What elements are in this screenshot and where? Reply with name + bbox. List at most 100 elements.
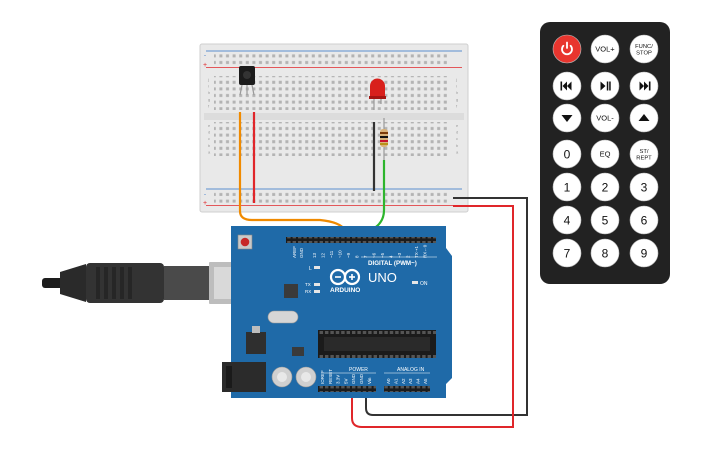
remote-button-6[interactable]: 6 xyxy=(629,205,659,235)
remote-button-7[interactable]: 7 xyxy=(552,238,582,268)
remote-button-3[interactable]: 3 xyxy=(629,172,659,202)
row-letter: b xyxy=(208,143,211,148)
remote-button-vol[interactable]: VOL- xyxy=(590,103,620,133)
power-pin-label: GND xyxy=(359,373,364,384)
small-chip xyxy=(292,347,304,356)
ir-receiver[interactable] xyxy=(239,66,255,96)
analog-pin-label: A3 xyxy=(408,378,413,384)
remote-button-label: 9 xyxy=(641,246,648,260)
remote-button-label: 6 xyxy=(641,213,648,227)
remote-button-8[interactable]: 8 xyxy=(590,238,620,268)
up-arrow-icon xyxy=(638,114,650,121)
remote-button-label: VOL- xyxy=(596,114,614,123)
top-rail-plus-label: + xyxy=(203,62,207,69)
row-letter: i xyxy=(456,84,457,89)
remote-next-track-button[interactable] xyxy=(629,71,659,101)
wire-black-gnd[interactable] xyxy=(365,197,528,416)
remote-power-button[interactable] xyxy=(552,34,582,64)
remote-button-0[interactable]: 0 xyxy=(552,139,582,169)
remote-button-label: VOL+ xyxy=(595,45,615,54)
remote-button-eq[interactable]: EQ xyxy=(590,139,620,169)
remote-button-func-stop[interactable]: FUNC/STOP xyxy=(629,34,659,64)
resistor[interactable] xyxy=(380,118,388,160)
remote-button-2[interactable]: 2 xyxy=(590,172,620,202)
remote-button-st-rept[interactable]: ST/REPT xyxy=(629,139,659,169)
row-letter: e xyxy=(208,123,211,128)
remote-button-label: 7 xyxy=(564,246,571,260)
bottom-rail-plus-label: + xyxy=(203,200,207,207)
remote-button-label: 4 xyxy=(564,213,571,227)
voltage-regulator xyxy=(246,332,266,354)
remote-button-label: 3 xyxy=(641,180,648,194)
remote-button-4[interactable]: 4 xyxy=(552,205,582,235)
row-letter: h xyxy=(208,90,210,95)
capacitors xyxy=(271,366,317,388)
remote-button-9[interactable]: 9 xyxy=(629,238,659,268)
digital-pin-label: 2 xyxy=(406,255,411,258)
led[interactable] xyxy=(369,78,386,111)
down-arrow-icon xyxy=(561,115,573,122)
model-label: UNO xyxy=(368,270,397,285)
remote-previous-track-button[interactable] xyxy=(552,71,582,101)
row-letter: a xyxy=(456,149,459,154)
power-pin-label: Vin xyxy=(367,377,372,384)
remote-button-label: 2 xyxy=(602,180,609,194)
row-letter: a xyxy=(208,149,211,154)
power-pin-label: 3.3V xyxy=(336,375,341,384)
row-letter: j xyxy=(455,77,457,82)
remote-button-label: 0 xyxy=(564,147,571,161)
remote-button-5[interactable]: 5 xyxy=(590,205,620,235)
remote-button-label: 5 xyxy=(602,213,609,227)
digital-pin-label: ~3 xyxy=(397,252,402,258)
digital-label: DIGITAL (PWM~) xyxy=(368,260,417,267)
remote-up-arrow-button[interactable] xyxy=(629,103,659,133)
remote-button-label: EQ xyxy=(600,150,611,159)
remote-button-vol[interactable]: VOL+ xyxy=(590,34,620,64)
digital-pin-label: RX←0 xyxy=(423,244,428,258)
usb-chip xyxy=(284,284,298,298)
previous-track-icon xyxy=(560,81,572,91)
play-pause-icon xyxy=(600,81,611,91)
crystal xyxy=(267,310,299,324)
next-track-icon xyxy=(639,81,651,91)
l-label: L xyxy=(309,266,312,272)
row-letter: j xyxy=(207,77,209,82)
analog-pin-label: A0 xyxy=(386,378,391,384)
terminal-strip-bottom[interactable] xyxy=(214,122,450,156)
tx-label: TX xyxy=(305,282,311,287)
brand-label: ARDUINO xyxy=(330,287,360,294)
row-letter: h xyxy=(456,90,458,95)
analog-pin-label: A4 xyxy=(416,378,421,384)
digital-pin-label: TX➝1 xyxy=(414,245,419,258)
power-pin-label: 5V xyxy=(343,378,348,384)
remote-button-1[interactable]: 1 xyxy=(552,172,582,202)
wire-orange-signal[interactable] xyxy=(238,112,346,231)
remote-play-pause-button[interactable] xyxy=(590,71,620,101)
power-led xyxy=(412,281,418,284)
ir-remote[interactable]: VOL+ FUNC/STOP VOL- 0 EQ ST/REPT 1 2 3 4 5 6 7 8 9 xyxy=(540,22,670,284)
digital-pin-label: 7 xyxy=(363,255,368,258)
remote-down-arrow-button[interactable] xyxy=(552,103,582,133)
usb-cable[interactable] xyxy=(42,262,257,304)
analog-pin-label: A2 xyxy=(401,378,406,384)
power-pin-label: RESET xyxy=(328,369,333,384)
digital-pin-label: ~5 xyxy=(380,252,385,258)
row-letter: e xyxy=(456,123,459,128)
center-channel xyxy=(204,113,464,120)
top-rail-minus-label: - xyxy=(204,53,206,59)
power-icon xyxy=(561,41,573,56)
analog-label: ANALOG IN xyxy=(397,367,425,373)
row-letter: g xyxy=(456,97,458,102)
digital-pin-label: ~11 xyxy=(329,250,334,258)
power-jack[interactable] xyxy=(222,362,266,392)
remote-button-label: ST/REPT xyxy=(636,149,652,162)
reset-button[interactable] xyxy=(237,234,253,250)
bottom-power-rail[interactable]: - + xyxy=(203,188,462,207)
wire-red-5v[interactable] xyxy=(351,205,514,428)
digital-pin-label: ~10 xyxy=(338,250,343,258)
